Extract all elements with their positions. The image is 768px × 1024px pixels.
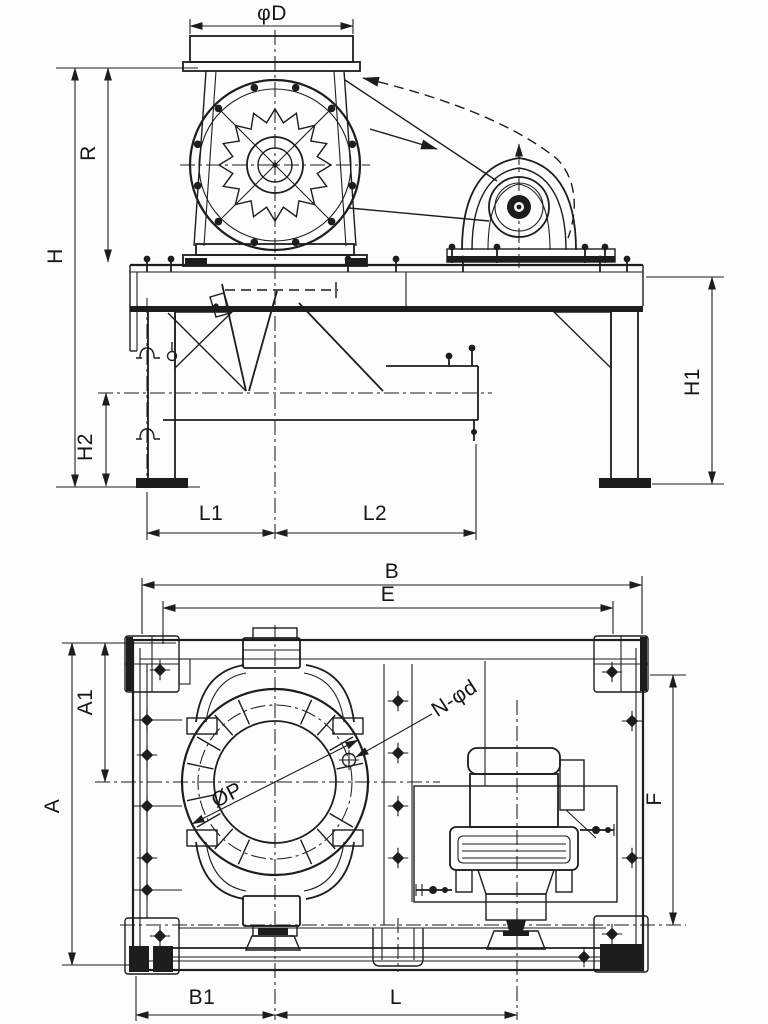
dim-label-f: F — [643, 792, 666, 805]
motor-assembly — [413, 747, 618, 950]
front-elevation-view: φD H R H2 H1 L1 L2 — [44, 2, 724, 541]
discharge-hopper — [163, 282, 479, 441]
belt-guard-dashed-line — [362, 76, 575, 239]
corner-brackets — [124, 635, 649, 975]
dim-label-l1: L1 — [199, 502, 223, 525]
front-centerlines — [98, 30, 523, 541]
foundation-bolt-markers — [136, 659, 643, 968]
motor-slide-base — [413, 785, 618, 903]
plan-base-frame — [131, 638, 645, 972]
left-foot-pad — [136, 478, 188, 488]
dim-label-h2: H2 — [74, 433, 97, 461]
motor-shaft — [506, 920, 526, 931]
bearing-pedestal — [446, 157, 616, 263]
dim-label-a: A — [41, 799, 64, 814]
right-foot-pad — [599, 478, 651, 488]
dim-label-n-phi-d: N-φd — [427, 675, 481, 721]
dim-label-e: E — [381, 583, 396, 606]
rotation-arrow — [369, 128, 438, 150]
base-frame-table — [129, 255, 651, 488]
front-dimensions: φD H R H2 H1 L1 L2 — [44, 2, 724, 540]
anchor-bolt-symbol — [136, 428, 160, 440]
motor-fan-cowl — [467, 747, 561, 775]
dim-label-h: H — [44, 248, 67, 264]
dim-label-r: R — [77, 145, 100, 161]
dim-label-h1: H1 — [681, 368, 704, 396]
table-mounting-bolts — [143, 255, 631, 272]
dim-label-b: B — [385, 560, 400, 583]
anchor-bolt-symbol — [136, 347, 160, 359]
pedestal-bolts — [448, 243, 609, 263]
terminal-box — [559, 759, 585, 811]
dim-label-b1: B1 — [189, 986, 216, 1009]
plan-centerlines — [95, 625, 686, 1020]
dim-label-l2: L2 — [363, 502, 387, 525]
dim-label-phi-d: φD — [257, 2, 287, 25]
gate-bracket — [209, 292, 231, 318]
belt-drive — [344, 76, 575, 239]
rotor-gear-wheel — [217, 107, 333, 223]
rotary-feeder-body — [182, 35, 368, 267]
dim-label-l: L — [390, 986, 402, 1009]
dim-label-a1: A1 — [74, 689, 97, 716]
plan-view: B E A A1 F B1 L ØP N-φd — [41, 560, 686, 1021]
